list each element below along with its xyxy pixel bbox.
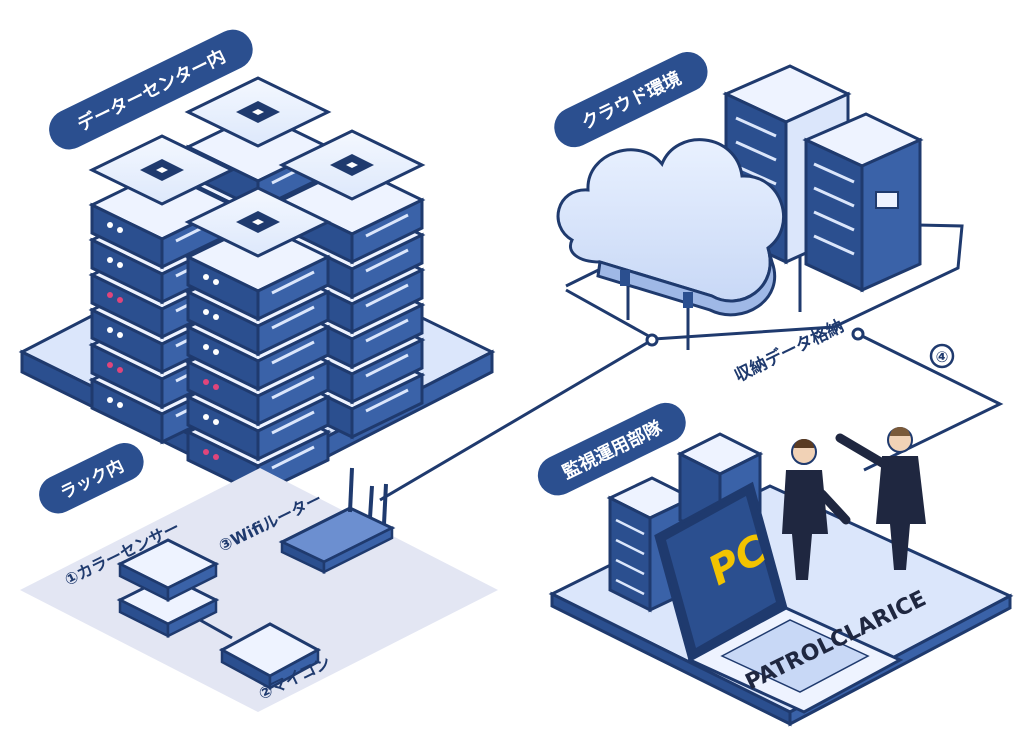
- step-4-marker: ④: [929, 343, 955, 369]
- step-4-label: ④: [936, 348, 949, 366]
- storage-label: 収納データ格納: [731, 315, 847, 386]
- operator-person-2: [835, 427, 926, 570]
- cloud-server-rack-2: [802, 112, 924, 293]
- cloud-icon: [556, 138, 785, 317]
- cloud-label-pill: クラウド環境: [554, 51, 708, 148]
- rack-label-pill: ラック内: [39, 443, 144, 514]
- wifi-router-device: [278, 467, 396, 575]
- operator-person-1: [782, 439, 851, 580]
- laptop-device: PC: [654, 481, 904, 714]
- color-sensor-device: [116, 538, 220, 639]
- microcontroller-device: [218, 622, 322, 691]
